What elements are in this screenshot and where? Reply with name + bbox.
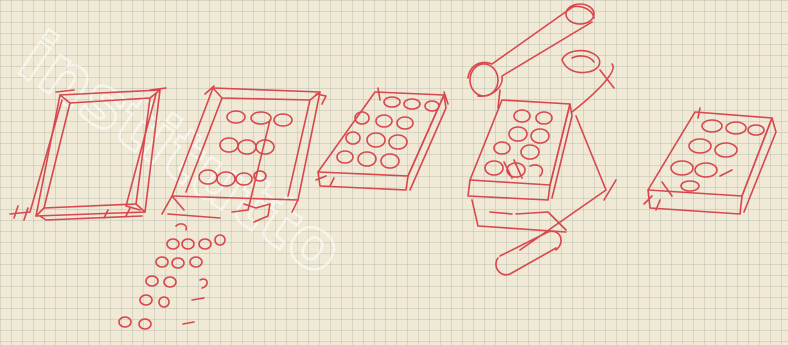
stage-2-tray-with-pebbles	[119, 86, 326, 329]
stage-3-filled-tray	[316, 88, 448, 190]
stage-5-finished-tray	[644, 108, 776, 214]
stage-1-empty-tray	[10, 88, 166, 220]
stage-4-gripper-tray	[468, 4, 616, 275]
